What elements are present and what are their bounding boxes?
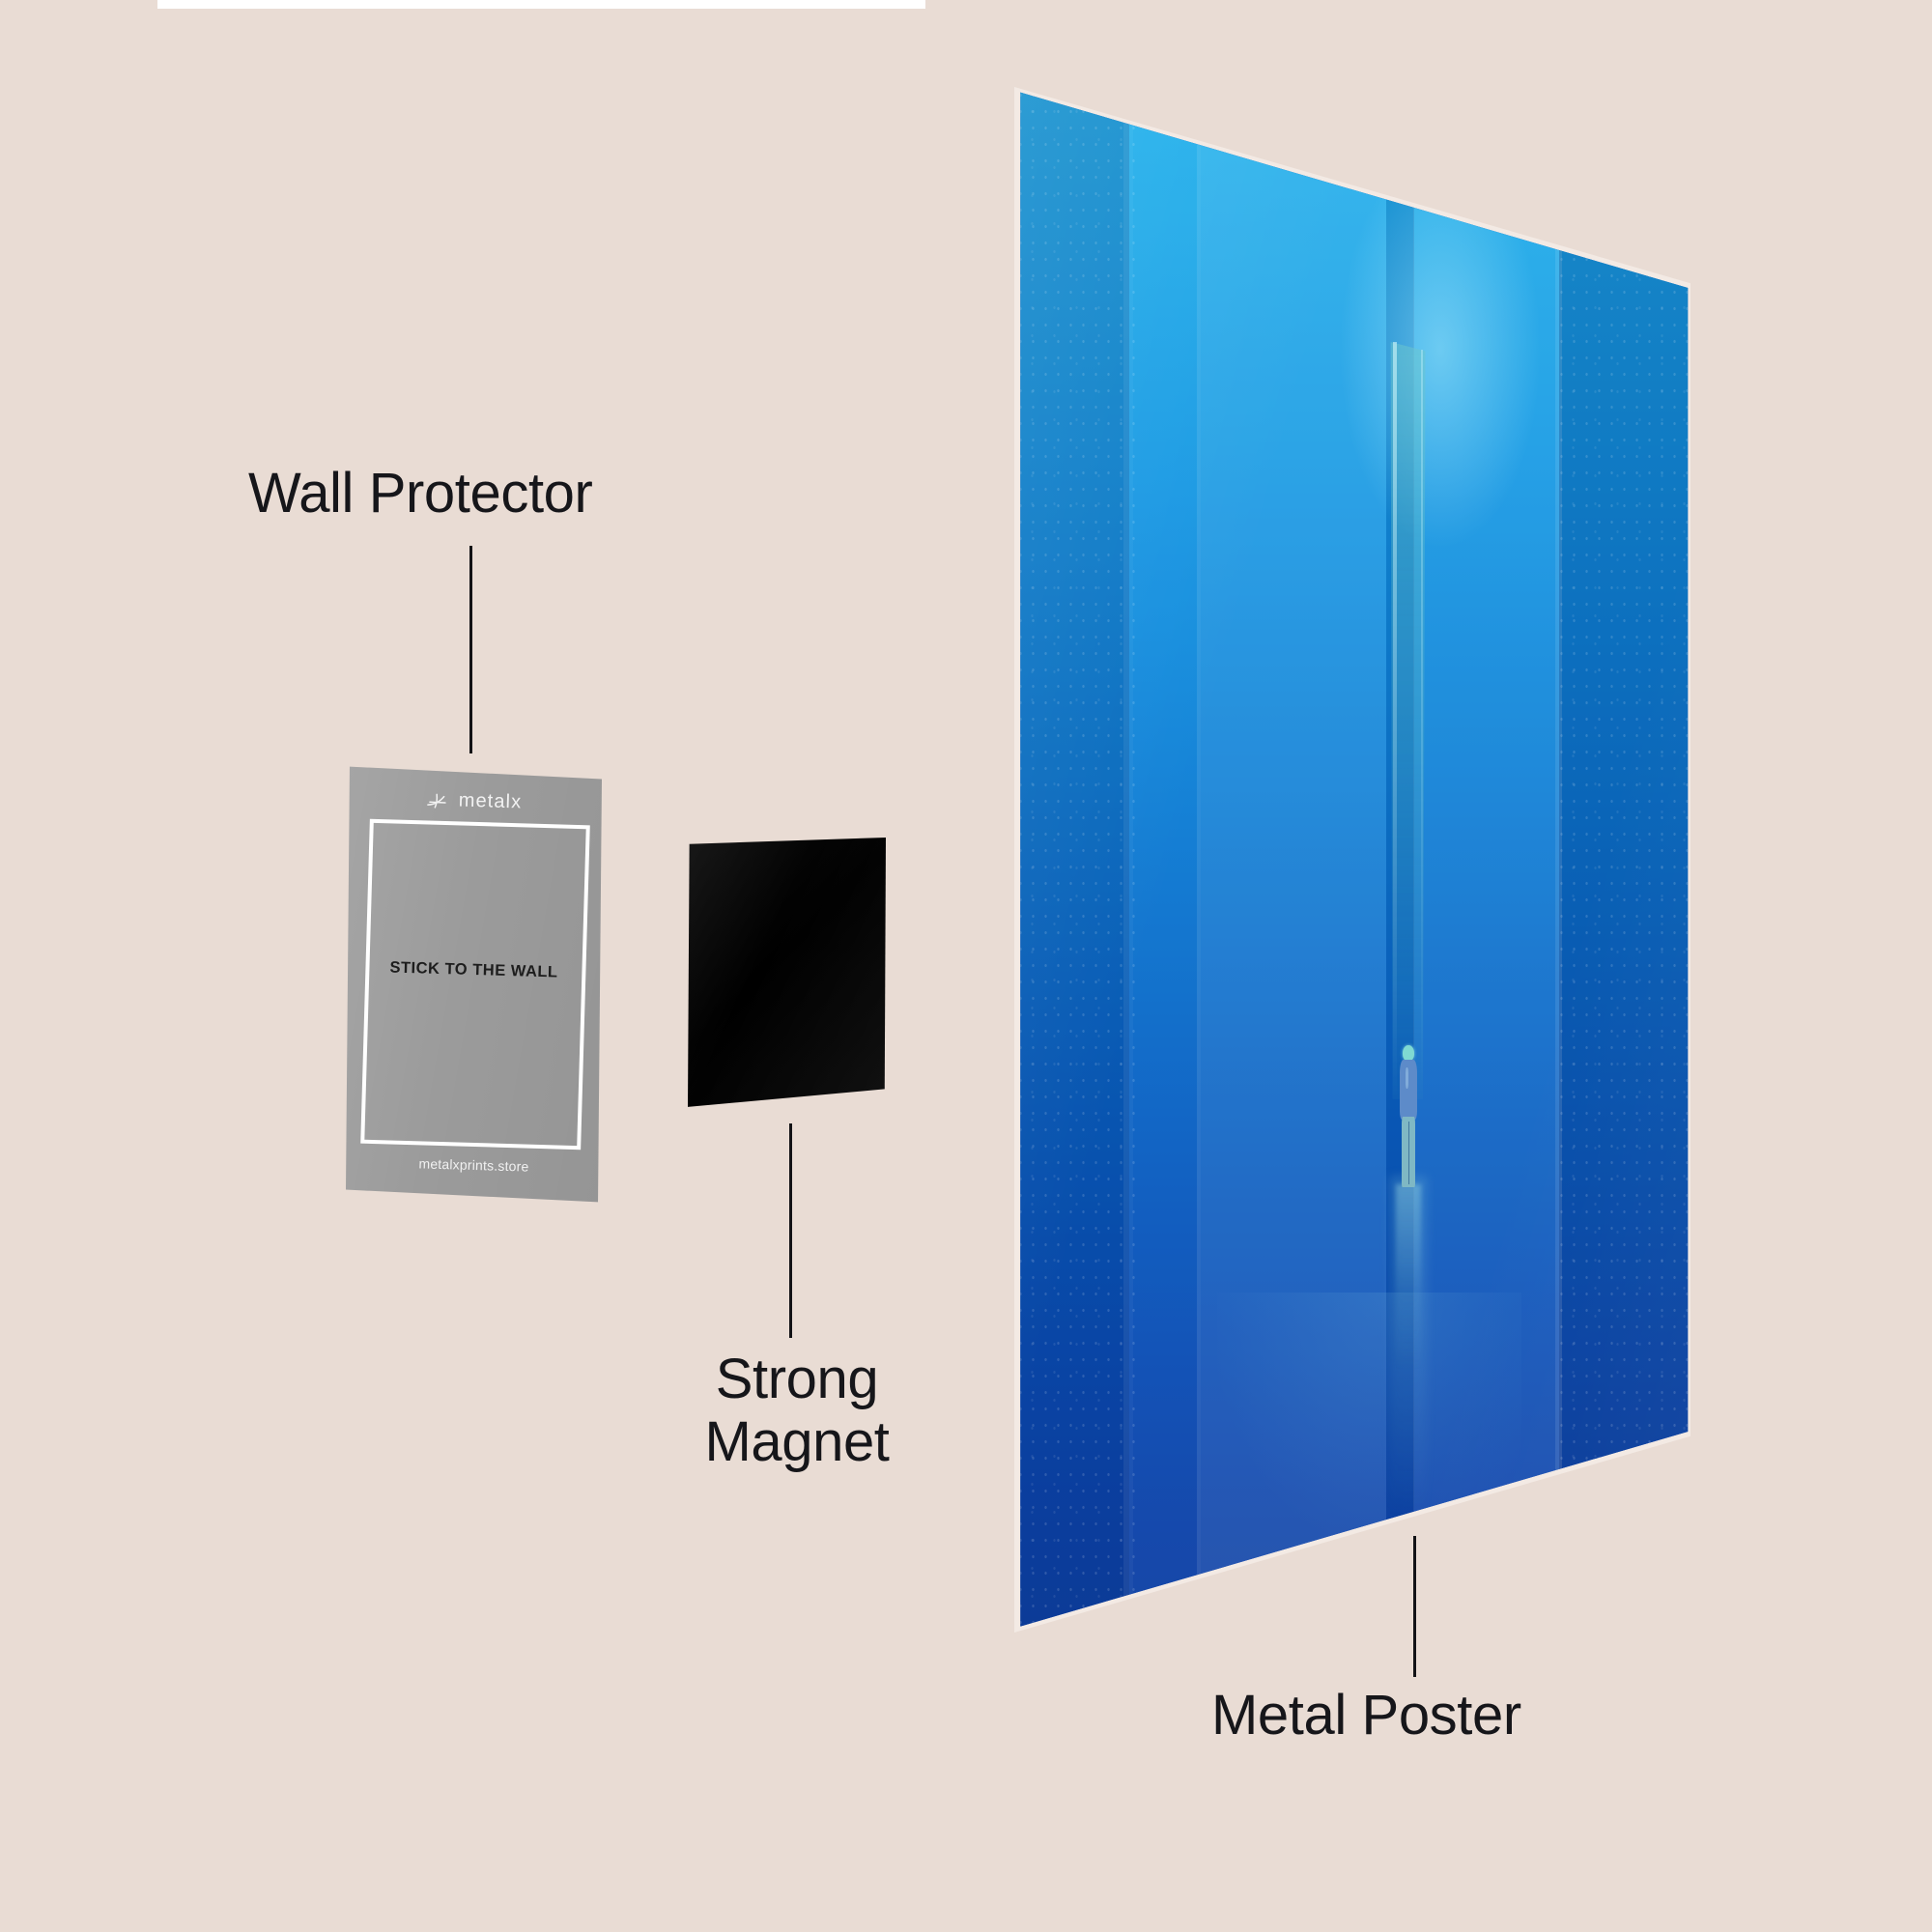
label-metal-poster: Metal Poster bbox=[1211, 1684, 1521, 1747]
leader-line-wall-protector bbox=[469, 546, 472, 753]
artwork-wall-band-5-bright bbox=[1413, 92, 1562, 1627]
wall-protector-card[interactable]: metalx STICK TO THE WALL metalxprints.st… bbox=[346, 766, 602, 1203]
artwork-corridor-left-highlight bbox=[1393, 342, 1397, 1099]
artwork-wall-band-3-bright bbox=[1197, 92, 1386, 1627]
figure-torso bbox=[1400, 1059, 1417, 1120]
artwork-grain-right bbox=[1555, 92, 1689, 1627]
artwork-corridor-slot bbox=[1390, 342, 1426, 1099]
artwork-wall-band-right-dark bbox=[1558, 92, 1689, 1627]
wall-protector-inner-frame bbox=[360, 818, 590, 1151]
artwork-wall-band-right-edge bbox=[1555, 92, 1562, 1627]
artwork-standing-figure bbox=[1397, 1045, 1420, 1188]
brand-logo: metalx bbox=[346, 786, 602, 816]
leader-line-metal-poster bbox=[1413, 1536, 1416, 1677]
artwork-blue-gradient bbox=[1020, 92, 1689, 1627]
artwork-figure-reflection bbox=[1395, 1184, 1422, 1370]
metal-poster[interactable] bbox=[1014, 87, 1690, 1633]
leader-line-strong-magnet bbox=[789, 1123, 792, 1338]
metalx-logo-mark-icon bbox=[425, 790, 450, 810]
label-strong-magnet: Strong Magnet bbox=[704, 1348, 890, 1473]
strong-magnet-square[interactable] bbox=[688, 838, 886, 1107]
poster-artwork-surface bbox=[1020, 92, 1689, 1627]
figure-cap bbox=[1403, 1045, 1414, 1062]
figure-torso-highlight bbox=[1405, 1066, 1409, 1089]
wall-protector-sheen bbox=[346, 766, 602, 1203]
label-wall-protector: Wall Protector bbox=[248, 462, 593, 525]
poster-gloss-overlay bbox=[1020, 92, 1689, 1627]
artwork-corridor-right-highlight bbox=[1420, 350, 1424, 1092]
top-white-strip bbox=[157, 0, 925, 9]
artwork-wall-band-left-edge bbox=[1123, 92, 1134, 1627]
artwork-floor-glow bbox=[1390, 1177, 1427, 1517]
brand-name: metalx bbox=[458, 789, 523, 813]
artwork-wall-band-left-dark bbox=[1020, 92, 1129, 1627]
figure-leg-gap bbox=[1407, 1122, 1409, 1185]
magnet-sheen bbox=[688, 838, 886, 1107]
artwork-grain-left bbox=[1020, 92, 1136, 1627]
